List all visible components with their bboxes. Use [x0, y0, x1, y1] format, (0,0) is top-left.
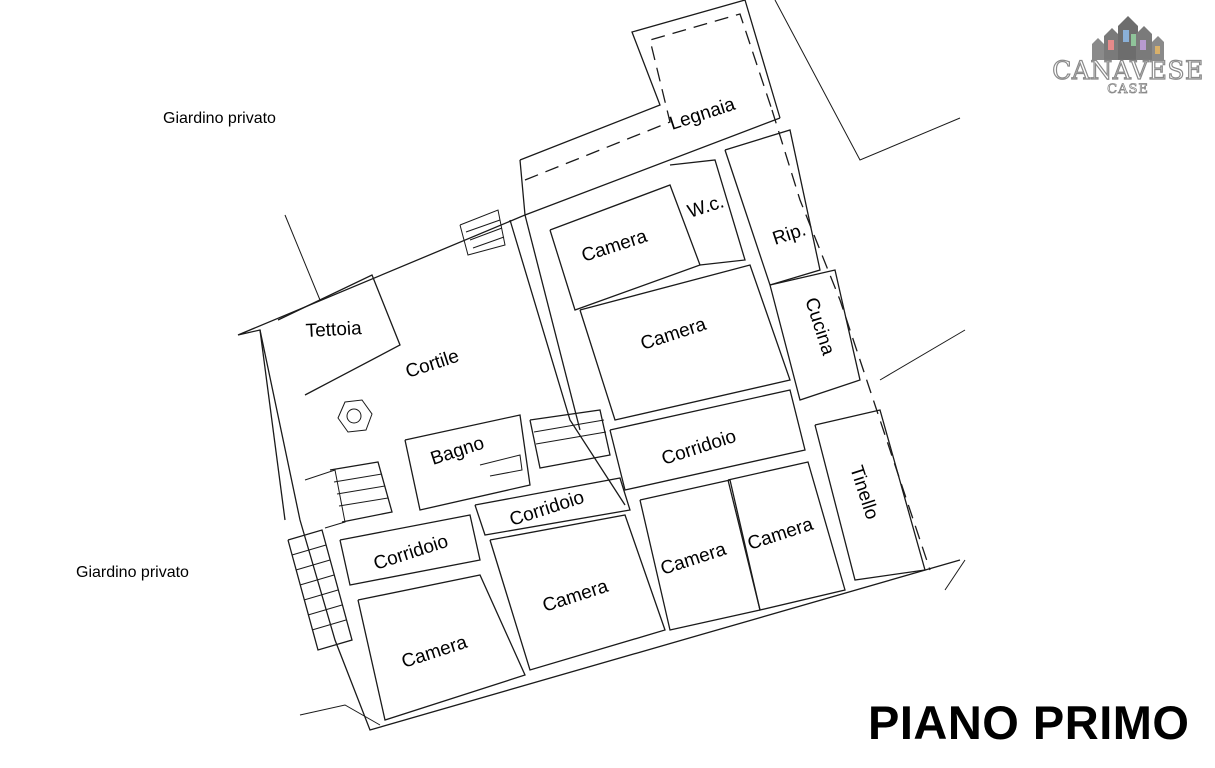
- room-label-camera-top: Camera: [579, 226, 650, 267]
- logo-wordmark: CANAVESE: [1052, 55, 1204, 85]
- room-label-camera-center: Camera: [638, 314, 709, 355]
- logo-window: [1131, 34, 1136, 46]
- logo-window: [1123, 30, 1129, 42]
- garden-label-bottom: Giardino privato: [76, 564, 189, 581]
- room-label-camera-left: Camera: [399, 632, 470, 673]
- room-label-camera-r2: Camera: [745, 514, 816, 555]
- logo-window: [1108, 40, 1114, 50]
- plan-walls: [237, 0, 966, 731]
- room-label-corridoio-right: Corridoio: [659, 426, 739, 470]
- logo-window: [1155, 46, 1160, 54]
- room-label-bagno: Bagno: [428, 433, 487, 470]
- room-label-camera-mid: Camera: [540, 576, 611, 617]
- room-label-legnaia: Legnaia: [667, 94, 738, 135]
- room-label-camera-r1: Camera: [658, 539, 729, 580]
- room-label-tettoia: Tettoia: [305, 318, 362, 342]
- plan-title: PIANO PRIMO: [868, 696, 1190, 749]
- logo-window: [1140, 40, 1146, 50]
- logo-subtitle: CASE: [1107, 82, 1149, 98]
- room-label-tinello: Tinello: [845, 463, 882, 522]
- room-label-cortile: Cortile: [403, 346, 462, 383]
- garden-label-top: Giardino privato: [163, 110, 276, 127]
- room-label-wc: W.c.: [685, 191, 727, 222]
- garden-labels: Giardino privato Giardino privato: [76, 110, 276, 581]
- room-label-cucina: Cucina: [800, 295, 838, 358]
- houses-icon: [1092, 16, 1164, 60]
- canavese-case-logo: CANAVESE CASE: [1052, 12, 1204, 102]
- room-label-rip: Rip.: [770, 219, 809, 249]
